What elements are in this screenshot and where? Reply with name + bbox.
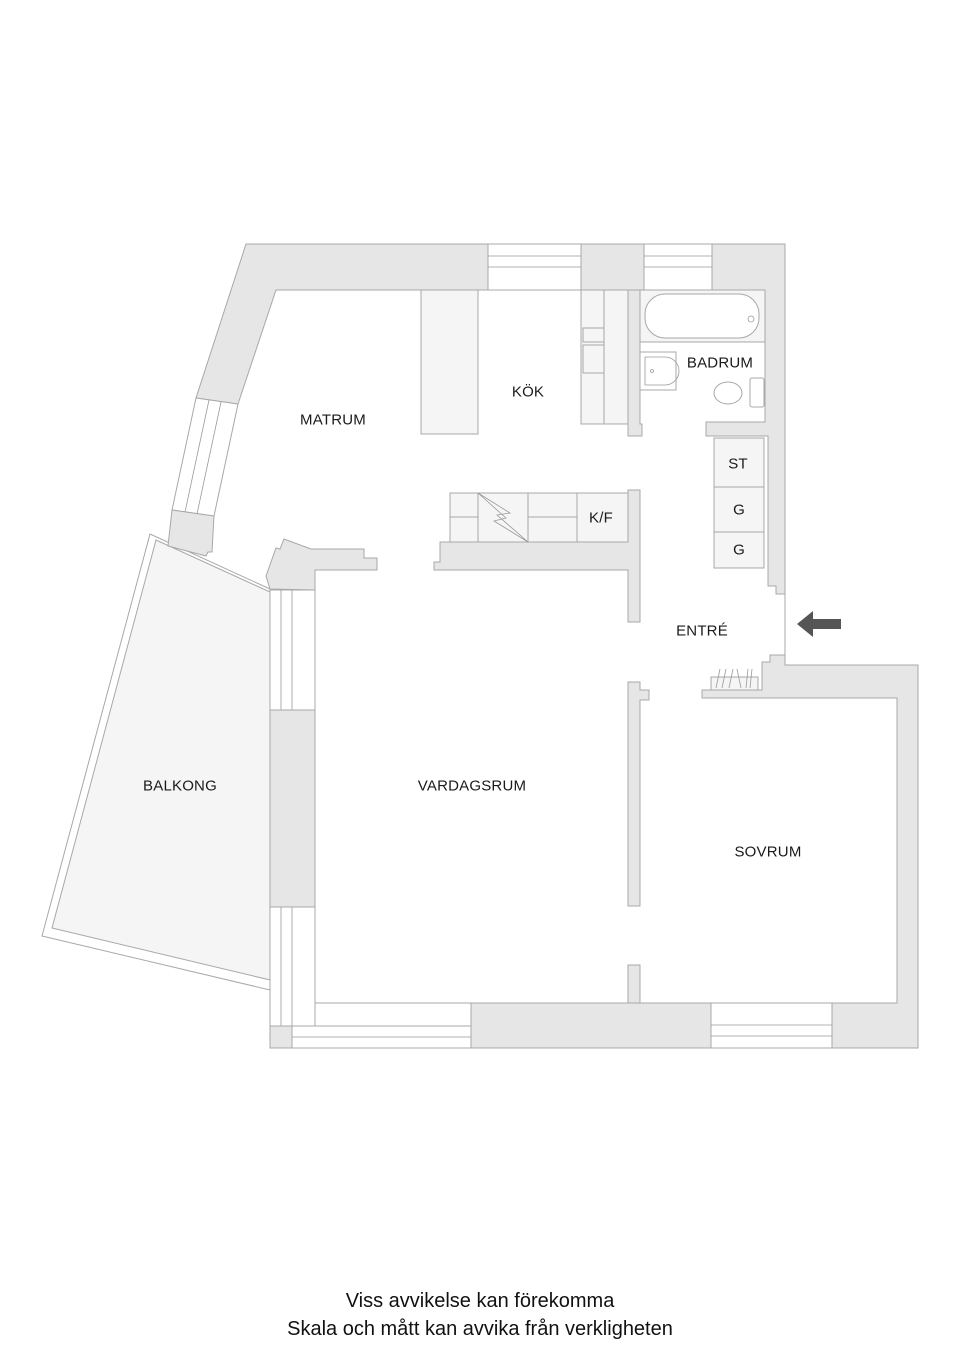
room-label-matrum: MATRUM bbox=[300, 411, 366, 429]
disclaimer-line-2: Skala och mått kan avvika från verklighe… bbox=[287, 1318, 673, 1340]
bathroom-fixtures bbox=[639, 289, 766, 408]
electric-panel-icon bbox=[477, 492, 529, 543]
room-label-kok: KÖK bbox=[511, 383, 545, 401]
room-label-sovrum: SOVRUM bbox=[734, 843, 802, 861]
disclaimer-line-1: Viss avvikelse kan förekomma bbox=[345, 1290, 615, 1312]
exterior-walls bbox=[167, 243, 919, 1049]
balcony bbox=[41, 533, 271, 991]
room-label-entre: ENTRÉ bbox=[676, 622, 728, 640]
room-label-vardagsrum: VARDAGSRUM bbox=[417, 777, 527, 795]
room-label-badrum: BADRUM bbox=[686, 354, 754, 372]
room-label-balkong: BALKONG bbox=[143, 777, 217, 795]
closets bbox=[713, 437, 765, 569]
arrow-left-icon bbox=[797, 611, 841, 637]
shoe-rack bbox=[710, 668, 759, 691]
interior-walls bbox=[433, 489, 650, 1004]
room-label-g1: G bbox=[733, 501, 745, 519]
room-label-st: ST bbox=[728, 455, 748, 473]
room-label-g2: G bbox=[733, 541, 745, 559]
kitchen-fixtures bbox=[420, 289, 629, 543]
room-outlines bbox=[314, 590, 897, 1004]
room-label-kf: K/F bbox=[589, 509, 613, 527]
